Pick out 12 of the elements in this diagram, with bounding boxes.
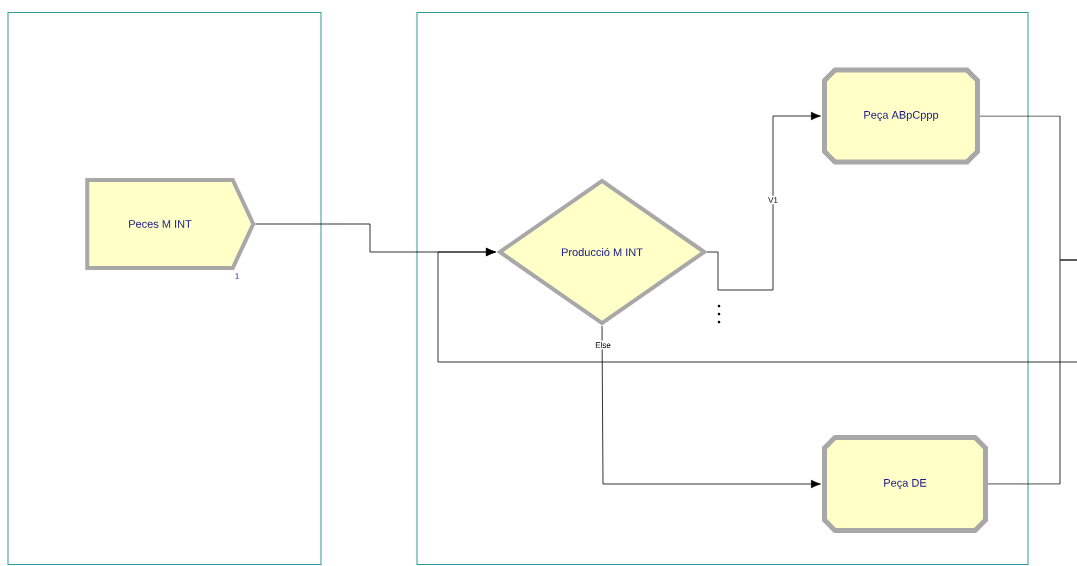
panel-frame [416, 12, 1029, 565]
connector [437, 247, 1077, 363]
process-block: Peça DE [822, 435, 988, 533]
process-block: Peça ABpCppp [822, 67, 980, 165]
edge-label: V1 [768, 197, 778, 203]
create-block: Peces M INT [85, 178, 256, 270]
connector [706, 111, 821, 291]
edge-label: Else [595, 342, 611, 348]
panel-frame [7, 12, 322, 565]
connector [601, 325, 821, 489]
connector [987, 259, 1077, 485]
port-number: 1 [235, 273, 239, 279]
